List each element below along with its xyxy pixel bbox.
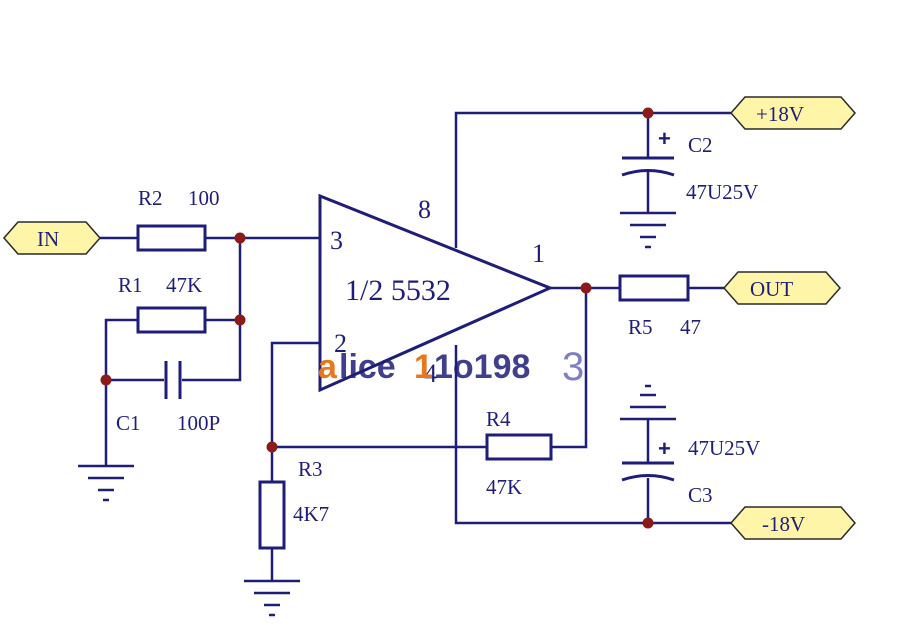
r2-value: 100 — [188, 186, 220, 210]
c3-name: C3 — [688, 483, 713, 507]
junction-vcc — [642, 107, 654, 119]
wire-vcc — [454, 111, 731, 248]
capacitor-c1 — [164, 361, 182, 399]
watermark: a lice 1 1o198 3 — [318, 345, 584, 389]
port-vneg: -18V — [730, 506, 856, 540]
junction-pin3 — [234, 232, 246, 244]
c2-value: 47U25V — [686, 180, 758, 204]
resistor-r4 — [485, 433, 553, 461]
opamp-pin-4: 4 — [424, 359, 437, 388]
wire-vee — [454, 345, 731, 525]
resistor-r3 — [258, 480, 286, 550]
junction-c1 — [100, 374, 112, 386]
junction-vee — [642, 517, 654, 529]
c2-polarity-label: + — [658, 126, 671, 151]
r3-name: R3 — [298, 457, 323, 481]
resistor-r1 — [136, 306, 207, 334]
capacitor-c2 — [621, 156, 675, 177]
opamp-label: 1/2 5532 — [345, 274, 451, 307]
ground-c2 — [620, 211, 676, 249]
c1-name: C1 — [116, 411, 141, 435]
opamp-pin-1: 1 — [532, 239, 545, 268]
ground-c1 — [78, 464, 134, 502]
port-in: IN — [3, 221, 101, 255]
c1-value: 100P — [177, 411, 220, 435]
port-vneg-label: -18V — [762, 512, 805, 536]
r4-value: 47K — [486, 475, 522, 499]
port-out-label: OUT — [750, 277, 793, 301]
opamp-triangle — [318, 193, 554, 393]
resistor-r2 — [136, 224, 207, 252]
watermark-1: 1 — [414, 348, 433, 386]
wire-pin2-r3 — [270, 341, 320, 482]
junction-feedback — [266, 441, 278, 453]
port-vpos: +18V — [730, 96, 856, 130]
port-out: OUT — [723, 271, 841, 305]
watermark-lice: lice — [339, 348, 396, 386]
junctions — [100, 107, 654, 529]
r5-value: 47 — [680, 315, 701, 339]
wires — [100, 111, 731, 580]
watermark-3: 3 — [562, 345, 584, 389]
r1-name: R1 — [118, 273, 143, 297]
c3-polarity-label: + — [658, 436, 671, 461]
watermark-a: a — [318, 348, 338, 386]
junction-output — [580, 282, 592, 294]
opamp-pin-8: 8 — [418, 195, 431, 224]
c3-value: 47U25V — [688, 436, 760, 460]
opamp-pin-2: 2 — [334, 329, 347, 358]
ground-r3 — [244, 579, 300, 617]
watermark-lo198: 1o198 — [434, 348, 530, 386]
resistor-r5 — [618, 274, 690, 302]
r3-value: 4K7 — [293, 502, 329, 526]
wire-node-r1-c1 — [182, 238, 242, 382]
port-in-label: IN — [37, 227, 59, 251]
opamp-pin-3: 3 — [330, 226, 343, 255]
c2-name: C2 — [688, 133, 713, 157]
r2-name: R2 — [138, 186, 163, 210]
capacitor-c3 — [621, 461, 675, 482]
junction-r1 — [234, 314, 246, 326]
r5-name: R5 — [628, 315, 653, 339]
r1-value: 47K — [166, 273, 202, 297]
wire-r1-left-ground — [104, 318, 138, 465]
wire-feedback-right — [551, 288, 588, 449]
port-vpos-label: +18V — [756, 102, 804, 126]
r4-name: R4 — [486, 407, 511, 431]
ground-c3 — [620, 384, 676, 421]
